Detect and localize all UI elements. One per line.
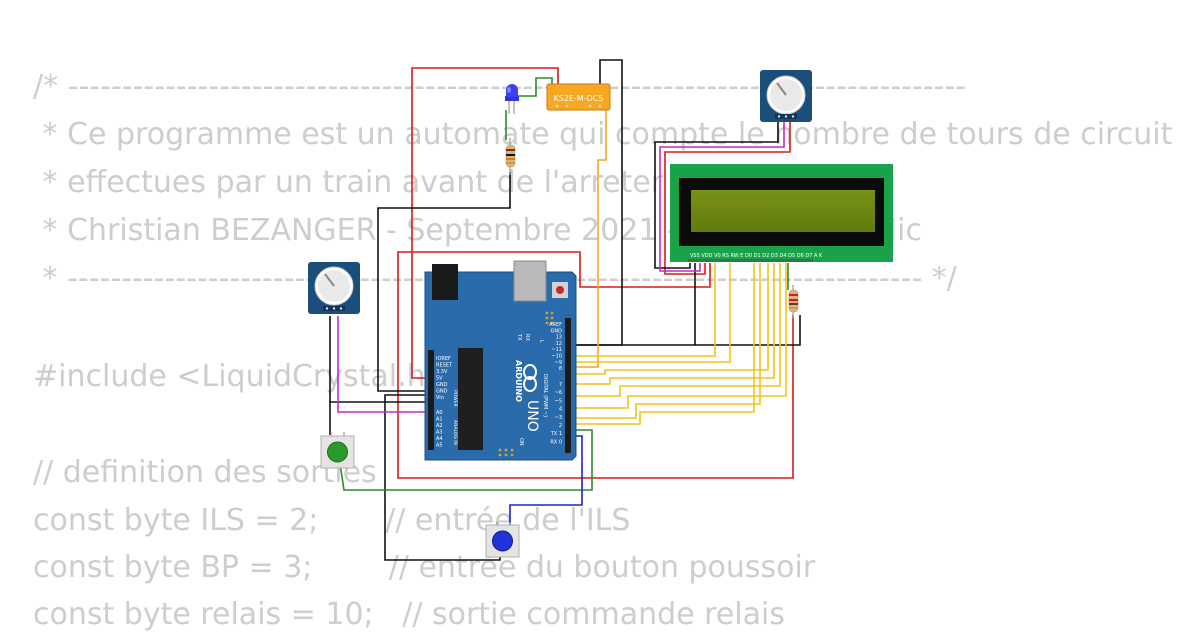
pin-label: ~5 xyxy=(555,398,562,404)
wire-black-bottom-gnd[interactable] xyxy=(384,394,501,561)
wire-black-lcd-k[interactable] xyxy=(695,315,801,346)
pin-label: TX 1 xyxy=(550,431,562,437)
pin-label: RESET xyxy=(436,363,453,369)
left-header xyxy=(428,350,434,450)
wire-black-pot-left[interactable] xyxy=(329,316,433,403)
wire-orange-relay-control[interactable] xyxy=(570,110,607,368)
pin-label: Vin xyxy=(436,395,444,401)
backlight-resistor[interactable] xyxy=(788,285,799,318)
pin-label: ~9 xyxy=(555,360,562,366)
arduino-rx-label: RX xyxy=(524,334,530,341)
wire-magenta-pot-v0[interactable] xyxy=(659,122,785,272)
pin-label: IOREF xyxy=(436,356,451,362)
wire-yellow-e[interactable] xyxy=(570,263,731,363)
wire-black-led-gnd[interactable] xyxy=(377,172,511,392)
pin-label: ~11 xyxy=(551,347,562,353)
atmega-chip xyxy=(458,348,483,450)
arduino-brand: ARDUINO xyxy=(514,360,523,402)
pin-label: GND xyxy=(436,382,448,388)
wire-yellow-d5[interactable] xyxy=(570,263,775,385)
code-const-bp: const byte BP = 3; // entrée du bouton p… xyxy=(33,550,816,585)
pin-label: 13 xyxy=(556,335,562,341)
arduino-digital-label: DIGITAL (PWM ~) xyxy=(542,374,548,417)
arduino-power-label: POWER xyxy=(452,390,458,407)
wires xyxy=(329,59,801,561)
arduino-logo xyxy=(523,364,537,392)
pin-label: GND xyxy=(436,389,448,395)
led-resistor[interactable] xyxy=(505,138,516,175)
blue-pushbutton[interactable] xyxy=(485,522,520,558)
code-description-1: * Ce programme est un automate qui compt… xyxy=(33,117,1173,152)
wire-red-bottom-loop[interactable] xyxy=(397,315,794,479)
wire-red-relay-power[interactable] xyxy=(411,67,559,379)
pin-label: 5V xyxy=(436,376,443,382)
usb-port xyxy=(513,260,547,302)
wire-black-pot-lcd[interactable] xyxy=(654,122,779,269)
relay-label: KS2E-M-DC5 xyxy=(554,94,604,103)
potentiometer-contrast[interactable] xyxy=(760,70,812,122)
wire-red-5v-loop[interactable] xyxy=(397,251,711,378)
pin-label: A4 xyxy=(436,436,443,442)
arduino-tx-label: TX xyxy=(516,333,522,341)
arduino-on-label: ON xyxy=(518,438,524,446)
right-header xyxy=(565,318,571,453)
wire-yellow-rs[interactable] xyxy=(570,263,716,357)
wire-yellow-d4[interactable] xyxy=(570,263,769,375)
relay[interactable]: KS2E-M-DC5 xyxy=(546,83,611,111)
code-description-2: * effectues par un train avant de l'arre… xyxy=(33,165,664,200)
wire-blue-button[interactable] xyxy=(509,435,583,528)
pin-label: 3.3V xyxy=(436,369,448,375)
wire-yellow-d6[interactable] xyxy=(570,263,781,397)
pin-label: ~6 xyxy=(555,390,562,396)
pin-label: ~3 xyxy=(555,415,562,421)
pin-label: A1 xyxy=(436,417,443,423)
relay-pins xyxy=(555,104,602,108)
pin-label: A0 xyxy=(436,410,443,416)
digital-pin-labels-bottom: 7 ~6 ~5 4 ~3 2 TX 1 RX 0 xyxy=(550,382,562,445)
pin-label: A2 xyxy=(436,423,443,429)
arduino-model: UNO xyxy=(524,400,540,432)
wire-magenta-pot-a0[interactable] xyxy=(337,316,433,413)
lcd-display[interactable]: VSS VDD V0 RS RW E D0 D1 D2 D3 D4 D5 D6 … xyxy=(670,164,893,262)
arduino-analog-label: ANALOG IN xyxy=(452,420,458,445)
pin-label: A5 xyxy=(436,443,443,449)
wire-black-lcd-gnd[interactable] xyxy=(576,263,696,346)
lcd-pins xyxy=(688,259,813,262)
power-jack xyxy=(432,264,458,300)
pin-label: 12 xyxy=(556,341,562,347)
pin-label: 8 xyxy=(559,366,562,372)
icsp-header xyxy=(498,311,554,457)
pin-label: A3 xyxy=(436,430,443,436)
pin-label: 7 xyxy=(559,382,562,388)
pin-label: RX 0 xyxy=(550,439,562,445)
code-const-relais: const byte relais = 10; // sortie comman… xyxy=(33,597,785,632)
pin-label: GND xyxy=(551,328,563,334)
wire-red-pot-lcd[interactable] xyxy=(664,122,791,275)
wire-yellow-extra-2[interactable] xyxy=(570,263,755,425)
pin-label: AREF xyxy=(549,322,562,328)
pin-label: 2 xyxy=(559,423,562,429)
blue-led[interactable] xyxy=(505,84,519,114)
arduino-uno-board[interactable]: ARDUINO UNO ON L TX RX DIGITAL (PWM ~) P… xyxy=(424,260,577,461)
code-const-ils: const byte ILS = 2; // entrée de l'ILS xyxy=(33,503,631,538)
wire-green-led-relay[interactable] xyxy=(516,77,553,97)
arduino-l-label: L xyxy=(538,340,544,343)
code-include: #include <LiquidCrystal.h> xyxy=(33,359,451,394)
wire-green-button[interactable] xyxy=(339,429,593,491)
lcd-pin-labels: VSS VDD V0 RS RW E D0 D1 D2 D3 D4 D5 D6 … xyxy=(690,253,823,259)
pin-label: 4 xyxy=(559,407,562,413)
pin-label: ~10 xyxy=(551,354,562,360)
green-pushbutton[interactable] xyxy=(320,432,355,469)
potentiometer-input[interactable] xyxy=(308,262,360,314)
wire-yellow-d7[interactable] xyxy=(570,263,787,409)
wire-yellow-extra[interactable] xyxy=(570,263,761,419)
